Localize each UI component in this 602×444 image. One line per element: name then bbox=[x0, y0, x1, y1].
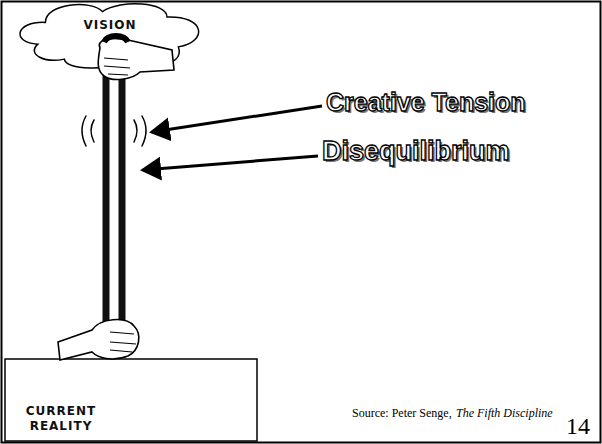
top-hand bbox=[98, 36, 174, 79]
callout-label: Disequilibrium bbox=[322, 136, 510, 167]
leader-arrow bbox=[143, 156, 318, 170]
bottom-hand bbox=[58, 320, 139, 360]
vibration-marks bbox=[82, 116, 146, 146]
source-note: Source: Peter Senge, bbox=[352, 406, 452, 421]
current-reality-box: CURRENT REALITY bbox=[4, 358, 258, 442]
node-text: VISION bbox=[15, 18, 205, 32]
source-title: The Fifth Discipline bbox=[456, 406, 553, 421]
node-text: CURRENT REALITY bbox=[16, 404, 106, 434]
callout-label: Creative Tension bbox=[326, 88, 526, 117]
page-number: 14 bbox=[566, 413, 590, 440]
leader-arrow bbox=[152, 106, 322, 132]
rubber-band bbox=[106, 70, 122, 358]
